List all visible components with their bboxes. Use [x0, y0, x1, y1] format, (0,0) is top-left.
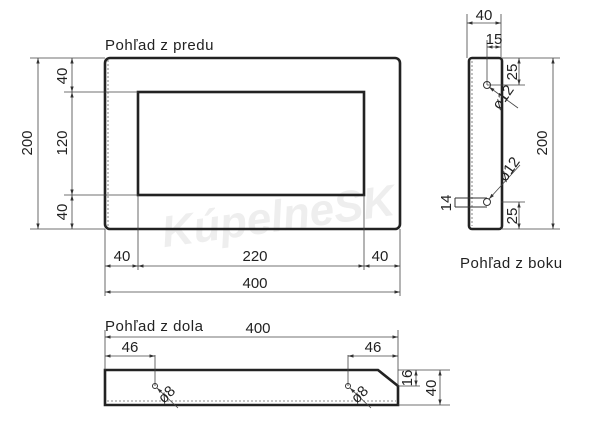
bottom-dim-left-hole: 46: [122, 339, 139, 356]
front-outer-frame: [103, 56, 402, 231]
dim-right: 40: [372, 248, 389, 265]
hole-bottom: [483, 198, 491, 206]
front-inner-opening: [136, 90, 366, 197]
hole-right: [345, 383, 351, 389]
side-dim-hole-top-dia: ø12: [489, 82, 518, 113]
bottom-view-title: Pohľad z dola: [105, 318, 204, 335]
front-view-title: Pohľad z predu: [105, 37, 214, 54]
hole-top: [483, 81, 491, 89]
dim-middle: 120: [54, 130, 71, 155]
dim-top: 40: [54, 68, 71, 85]
side-dim-width: 40: [476, 7, 493, 24]
side-dim-hole-offset: 15: [486, 31, 503, 48]
side-dim-height: 200: [534, 130, 551, 155]
bottom-dim-hole-left-dia: ø8: [155, 383, 179, 407]
bottom-dim-depth: 40: [423, 380, 440, 397]
side-dim-pipe: 14: [438, 195, 455, 212]
side-dim-top-hole: 25: [504, 64, 521, 81]
bottom-profile: [103, 368, 400, 407]
dim-left: 40: [114, 248, 131, 265]
bottom-view: Pohľad z dola 400 46 46 16 40 ø8 ø8: [103, 318, 450, 409]
side-profile: [467, 56, 504, 231]
hole-left: [152, 383, 158, 389]
side-view: 40 15 25 25 200 ø12 ø12 14 Pohľad z boku: [438, 7, 563, 272]
dim-center: 220: [242, 248, 267, 265]
side-dim-hole-bottom-dia: ø12: [495, 154, 524, 185]
dim-width-total: 400: [242, 275, 267, 292]
front-view: Pohľad z predu 200 40 120 40 40 220 40 4…: [19, 37, 402, 296]
side-dim-bottom-hole: 25: [504, 208, 521, 225]
side-view-title: Pohľad z boku: [460, 255, 563, 272]
bottom-dim-right-hole: 46: [365, 339, 382, 356]
bottom-dim-width: 400: [245, 320, 270, 337]
bottom-dim-hole-right-dia: ø8: [348, 383, 372, 407]
dim-bottom: 40: [54, 204, 71, 221]
bottom-dim-chamfer: 16: [399, 370, 416, 387]
dim-height-total: 200: [19, 130, 36, 155]
